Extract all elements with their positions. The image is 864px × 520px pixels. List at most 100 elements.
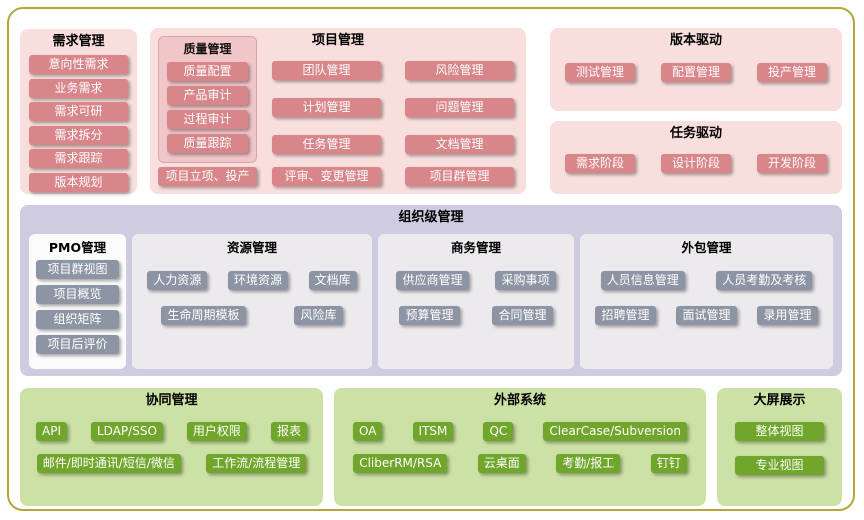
collaboration-block: 工作流/流程管理 <box>206 454 307 473</box>
external-system-block: CliberRM/RSA <box>353 454 448 473</box>
collaboration-rows: API LDAP/SSO 用户权限 报表 邮件/即时通讯/短信/微信 工作流/流程管理 <box>20 422 323 473</box>
quality-title: 质量管理 <box>183 42 232 56</box>
project-block: 团队管理 <box>272 61 381 80</box>
pmo-block: 项目后评价 <box>36 335 119 354</box>
external-system-block: ITSM <box>412 422 454 441</box>
big-screen-panel: 大屏展示 整体视图专业视图 <box>717 388 842 506</box>
big-screen-block: 专业视图 <box>735 456 824 475</box>
outsourcing-panel: 外包管理 人员信息管理人员考勤及考核 招聘管理面试管理录用管理 <box>580 234 833 369</box>
requirements-title: 需求管理 <box>52 34 105 49</box>
outsourcing-block: 招聘管理 <box>595 306 656 325</box>
version-driven-block: 投产管理 <box>757 63 827 82</box>
version-driven-block: 测试管理 <box>565 63 635 82</box>
resource-panel: 资源管理 人力资源环境资源 文档库 生命周期模板 风险库 <box>132 234 372 369</box>
requirements-panel: 需求管理 意向性需求业务需求需求可研需求拆分需求跟踪版本规划 <box>20 29 137 194</box>
quality-block: 过程审计 <box>167 110 248 129</box>
external-systems-title: 外部系统 <box>493 393 546 408</box>
version-driven-panel: 版本驱动 测试管理 配置管理 投产管理 <box>550 28 842 111</box>
requirements-list: 意向性需求业务需求需求可研需求拆分需求跟踪版本规划 <box>20 50 137 192</box>
version-driven-block: 配置管理 <box>661 63 731 82</box>
requirements-block: 意向性需求 <box>29 55 128 74</box>
organization-title: 组织级管理 <box>398 210 464 225</box>
external-system-block: ClearCase/Subversion <box>543 422 687 441</box>
collaboration-block: 报表 <box>270 422 307 441</box>
quality-block: 质量跟踪 <box>167 134 248 153</box>
pmo-panel: PMO管理 项目群视图项目概览组织矩阵项目后评价 <box>29 234 126 369</box>
resource-block: 生命周期模板 <box>161 306 246 325</box>
resource-row-1: 人力资源环境资源 文档库 <box>142 271 362 290</box>
collaboration-block: 邮件/即时通讯/短信/微信 <box>36 454 181 473</box>
business-block: 预算管理 <box>399 306 460 325</box>
project-block: 任务管理 <box>272 135 381 154</box>
pmo-list: 项目群视图项目概览组织矩阵项目后评价 <box>29 256 126 354</box>
project-block: 问题管理 <box>405 98 514 117</box>
external-systems-panel: 外部系统 OA ITSM QC ClearCase/Subversion Cliber… <box>334 388 706 506</box>
resource-block: 环境资源 <box>227 271 288 290</box>
collaboration-row-2: 邮件/即时通讯/短信/微信 工作流/流程管理 <box>29 454 314 473</box>
project-block: 风险管理 <box>405 61 514 80</box>
external-systems-rows: OA ITSM QC ClearCase/Subversion CliberRM/RS… <box>334 422 706 473</box>
project-block: 计划管理 <box>272 98 381 117</box>
outsourcing-block: 人员信息管理 <box>600 271 685 290</box>
business-block: 供应商管理 <box>396 271 469 290</box>
outsourcing-title: 外包管理 <box>681 240 732 255</box>
project-block: 项目群管理 <box>405 167 514 186</box>
collaboration-panel: 协同管理 API LDAP/SSO 用户权限 报表 邮件/即时通讯/短信/微信 工作流/… <box>20 388 323 506</box>
business-row-2: 预算管理 合同管理 <box>388 306 564 325</box>
resource-block: 人力资源 <box>147 271 208 290</box>
outsourcing-block: 面试管理 <box>676 306 737 325</box>
quality-list: 质量配置产品审计过程审计质量跟踪 <box>167 62 248 153</box>
project-block: 评审、变更管理 <box>272 167 381 186</box>
project-grid: 团队管理 计划管理 任务管理 风险管理 问题管理 文档管理 评审、变更管理 项目… <box>272 56 514 186</box>
requirements-block: 需求可研 <box>29 102 128 121</box>
requirements-block: 业务需求 <box>29 78 128 98</box>
task-driven-panel: 任务驱动 需求阶段设计阶段开发阶段 <box>550 121 842 194</box>
requirements-block: 需求跟踪 <box>29 149 128 168</box>
collaboration-row-1: API LDAP/SSO 用户权限 报表 <box>29 422 314 441</box>
business-title: 商务管理 <box>450 240 501 255</box>
quality-block: 产品审计 <box>167 86 248 105</box>
external-systems-row-1: OA ITSM QC ClearCase/Subversion <box>343 422 697 441</box>
project-panel: 项目管理 质量管理 质量配置产品审计过程审计质量跟踪 团队管理 计划管理 任务管… <box>150 28 526 194</box>
resource-block: 风险库 <box>294 306 343 325</box>
resource-rows: 人力资源环境资源 文档库 生命周期模板 风险库 <box>132 271 372 325</box>
task-driven-block: 开发阶段 <box>757 154 827 173</box>
resource-title: 资源管理 <box>226 240 277 255</box>
external-system-block: QC <box>483 422 514 441</box>
organization-panel: 组织级管理 PMO管理 项目群视图项目概览组织矩阵项目后评价 资源管理 人力资源… <box>20 205 842 376</box>
external-system-block: OA <box>353 422 383 441</box>
external-system-block: 钉钉 <box>650 454 687 473</box>
outsourcing-row-1: 人员信息管理人员考勤及考核 <box>590 271 823 290</box>
business-rows: 供应商管理 采购事项 预算管理 合同管理 <box>378 271 574 325</box>
resource-block: 文档库 <box>308 271 357 290</box>
pmo-block: 项目概览 <box>36 285 119 304</box>
business-row-1: 供应商管理 采购事项 <box>388 271 564 290</box>
collaboration-block: API <box>36 422 67 441</box>
big-screen-list: 整体视图专业视图 <box>717 422 842 475</box>
task-driven-block: 设计阶段 <box>661 154 731 173</box>
business-block: 合同管理 <box>492 306 553 325</box>
pmo-block: 项目群视图 <box>36 260 119 279</box>
collaboration-title: 协同管理 <box>145 393 198 408</box>
outsourcing-row-2: 招聘管理面试管理录用管理 <box>590 306 823 325</box>
collaboration-block: LDAP/SSO <box>91 422 163 441</box>
collaboration-block: 用户权限 <box>186 422 247 441</box>
version-driven-title: 版本驱动 <box>669 33 722 48</box>
big-screen-title: 大屏展示 <box>753 393 806 408</box>
quality-panel: 质量管理 质量配置产品审计过程审计质量跟踪 <box>158 36 257 163</box>
requirements-block: 需求拆分 <box>29 125 128 145</box>
project-block: 文档管理 <box>405 135 514 154</box>
pmo-block: 组织矩阵 <box>36 310 119 329</box>
business-block: 采购事项 <box>495 271 556 290</box>
quality-block: 质量配置 <box>167 62 248 81</box>
external-system-block: 云桌面 <box>477 454 526 473</box>
requirements-block: 版本规划 <box>29 172 128 192</box>
pmo-title: PMO管理 <box>48 240 107 255</box>
task-driven-list: 需求阶段 设计阶段 开发阶段 <box>550 154 842 173</box>
resource-row-2: 生命周期模板 风险库 <box>142 306 362 325</box>
task-driven-block: 需求阶段 <box>565 154 635 173</box>
project-block: 项目立项、投产 <box>158 167 257 186</box>
big-screen-block: 整体视图 <box>735 422 824 441</box>
